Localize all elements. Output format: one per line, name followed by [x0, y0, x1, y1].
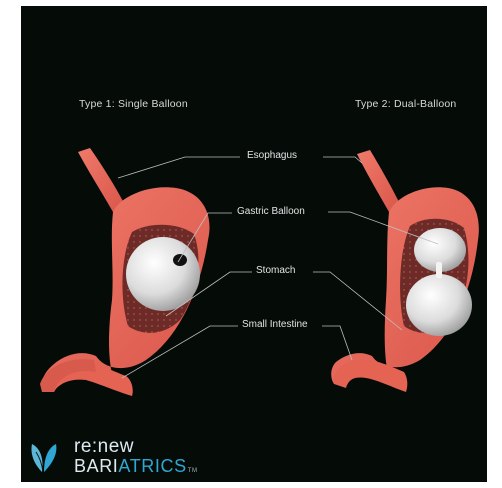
- balloon-valve-left: [173, 254, 187, 266]
- label-esophagus: Esophagus: [247, 150, 297, 161]
- esophagus-tube-right: [357, 150, 400, 212]
- renew-bariatrics-logo: re:new BARIATRICSTM: [34, 436, 234, 480]
- logo-bariatrics-text: BARIATRICSTM: [74, 456, 198, 477]
- leader-intestine-right: [322, 326, 352, 360]
- leader-esophagus-left: [118, 157, 240, 178]
- gastric-balloon-bottom-right: [406, 274, 472, 336]
- logo-bari-part: BARI: [74, 456, 118, 476]
- esophagus-tube-left: [78, 148, 124, 212]
- label-gastric-balloon: Gastric Balloon: [237, 206, 305, 217]
- caption-type1: Type 1: Single Balloon: [79, 98, 188, 110]
- logo-atrics-part: ATRICS: [118, 456, 186, 476]
- single-balloon-stomach: [40, 148, 210, 396]
- label-stomach: Stomach: [256, 265, 295, 276]
- leader-esophagus-right: [323, 157, 362, 163]
- balloon-connector-right: [436, 262, 442, 278]
- logo-trademark: TM: [188, 468, 198, 474]
- logo-renew-text: re:new: [74, 436, 134, 458]
- label-small-intestine: Small Intestine: [242, 319, 308, 330]
- caption-type2: Type 2: Dual-Balloon: [355, 98, 456, 110]
- dual-balloon-stomach: [331, 150, 479, 392]
